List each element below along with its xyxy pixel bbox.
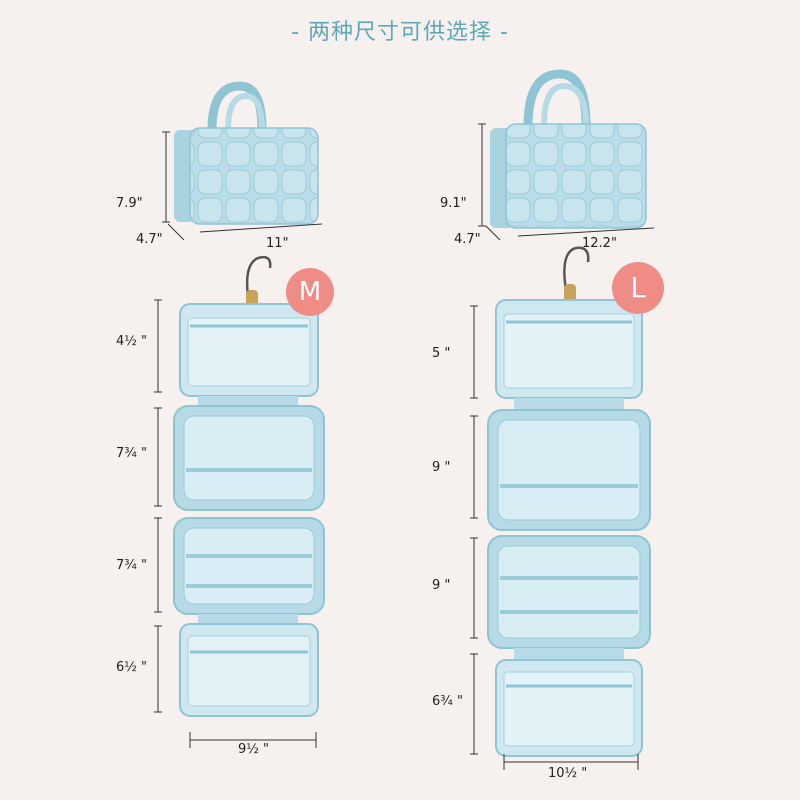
medium-section-label: 6½ "	[116, 660, 147, 675]
medium-bag-height-label: 7.9"	[116, 196, 143, 211]
page-title: - 两种尺寸可供选择 -	[291, 20, 509, 45]
large-bag-width-label: 12.2"	[582, 236, 617, 251]
medium-section-label: 4½ "	[116, 334, 147, 349]
large-bag-height-label: 9.1"	[440, 196, 467, 211]
medium-bag-dimension-lines	[162, 131, 323, 241]
medium-section-label: 7¾ "	[116, 558, 147, 573]
large-section-label: 5 "	[432, 346, 451, 361]
large-section-label: 9 "	[432, 578, 451, 593]
size-badge-large: L	[612, 262, 664, 314]
medium-bag-depth-label: 4.7"	[136, 232, 163, 247]
large-bag-depth-label: 4.7"	[454, 232, 481, 247]
medium-section-label: 7¾ "	[116, 446, 147, 461]
medium-bag-closed	[174, 81, 319, 225]
medium-bag-unfolded	[173, 255, 325, 717]
large-section-label: 9 "	[432, 460, 451, 475]
medium-unfolded-width-label: 9½ "	[238, 742, 269, 757]
large-bag-dimension-lines	[478, 123, 655, 241]
large-section-dimension-lines	[470, 305, 639, 770]
large-unfolded-width-label: 10½ "	[548, 766, 588, 781]
size-badge-medium: M	[286, 268, 334, 316]
medium-section-dimension-lines	[154, 299, 317, 748]
large-bag-unfolded	[487, 246, 651, 757]
large-section-label: 6¾ "	[432, 694, 463, 709]
medium-bag-width-label: 11"	[266, 236, 289, 251]
large-bag-closed	[490, 69, 647, 229]
